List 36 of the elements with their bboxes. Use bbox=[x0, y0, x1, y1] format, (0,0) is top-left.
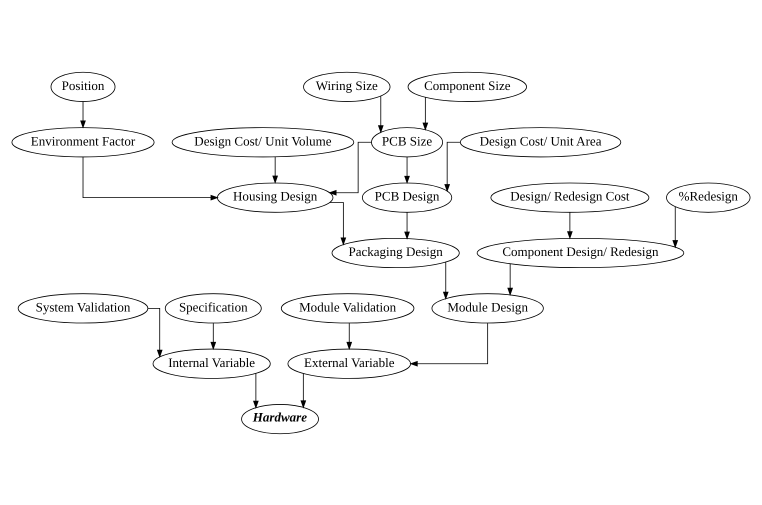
node-ellipse: Wiring Size bbox=[303, 71, 390, 102]
node-ellipse: Environment Factor bbox=[12, 126, 155, 157]
node-ellipse: Component Size bbox=[408, 71, 527, 102]
arrow bbox=[210, 322, 216, 350]
node-ellipse: External Variable bbox=[288, 348, 411, 378]
node-ellipse: Design/ Redesign Cost bbox=[490, 182, 650, 212]
arrow bbox=[444, 141, 461, 192]
arrow bbox=[272, 156, 278, 184]
node-ellipse: Hardware bbox=[241, 404, 319, 434]
arrow bbox=[422, 96, 428, 130]
arrow bbox=[328, 141, 372, 196]
node-ellipse: %Redesign bbox=[666, 182, 750, 212]
node-ellipse: Module Validation bbox=[280, 292, 414, 323]
node-ellipse: System Validation bbox=[18, 292, 148, 323]
node-ellipse: Module Design bbox=[432, 292, 544, 323]
arrow bbox=[672, 206, 678, 248]
arrow bbox=[404, 156, 410, 184]
node-ellipse: Design Cost/ Unit Volume bbox=[172, 126, 354, 157]
node-ellipse: Position bbox=[50, 71, 116, 102]
arrow bbox=[300, 372, 306, 408]
arrow bbox=[80, 100, 86, 128]
arrow bbox=[82, 156, 219, 200]
node-ellipse: PCB Size bbox=[371, 126, 444, 157]
arrow bbox=[253, 372, 259, 408]
arrow bbox=[507, 263, 513, 296]
node-ellipse: Design Cost/ Unit Area bbox=[460, 126, 622, 157]
arrow bbox=[378, 95, 384, 133]
arrow bbox=[410, 322, 488, 366]
arrow bbox=[346, 322, 352, 350]
node-ellipse: Specification bbox=[164, 292, 262, 323]
arrow bbox=[442, 261, 449, 300]
node-ellipse: Component Design/ Redesign bbox=[476, 237, 684, 268]
arrow bbox=[567, 212, 573, 239]
node-ellipse: Housing Design bbox=[216, 182, 334, 212]
arrow bbox=[404, 212, 410, 240]
arrow bbox=[329, 202, 346, 246]
